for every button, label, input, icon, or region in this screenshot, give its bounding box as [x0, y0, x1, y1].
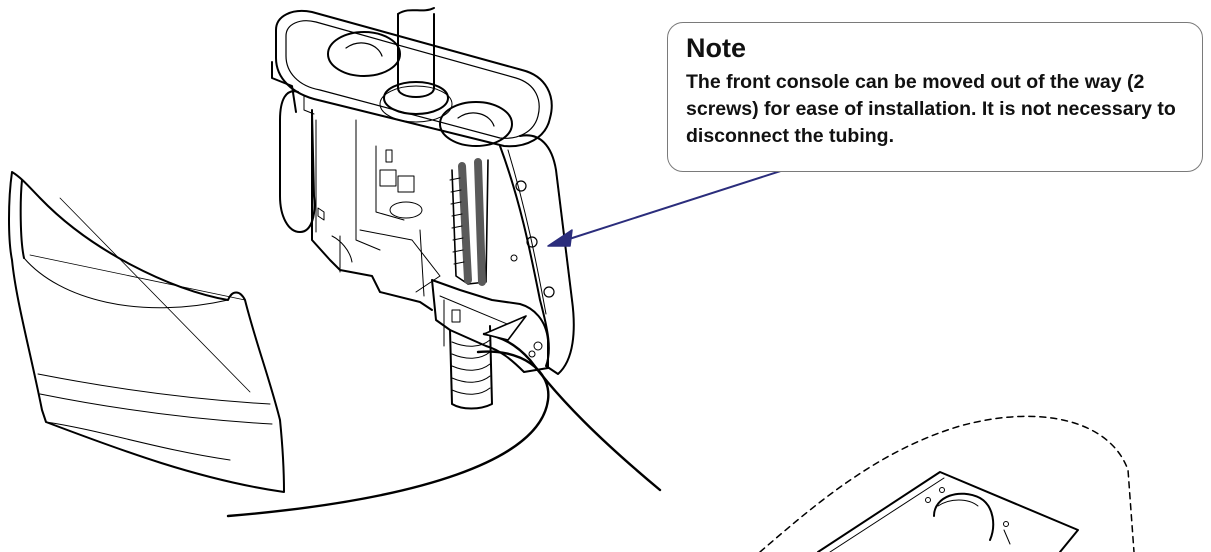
note-body: The front console can be moved out of th… [686, 71, 1176, 147]
note-pointer-line [565, 167, 791, 241]
side-cylinder [279, 90, 316, 233]
hose-tip-arrow [483, 315, 527, 341]
left-holder-cup [327, 31, 401, 77]
hose-line-right [482, 332, 662, 492]
tubing [449, 158, 489, 286]
note-callout: Note The front console can be moved out … [667, 22, 1203, 172]
console-head-assembly [271, 7, 575, 375]
right-holder-cup [439, 101, 513, 147]
vertical-post [397, 13, 435, 98]
corrugated-conduit [449, 325, 493, 410]
front-panel [499, 134, 575, 375]
hose-line-left [226, 350, 550, 518]
side-cover-panel [8, 171, 285, 493]
note-title: Note [686, 33, 746, 63]
dashed-outline [759, 415, 1135, 552]
base-plate [817, 471, 1079, 552]
note-pointer-arrowhead [547, 229, 573, 247]
